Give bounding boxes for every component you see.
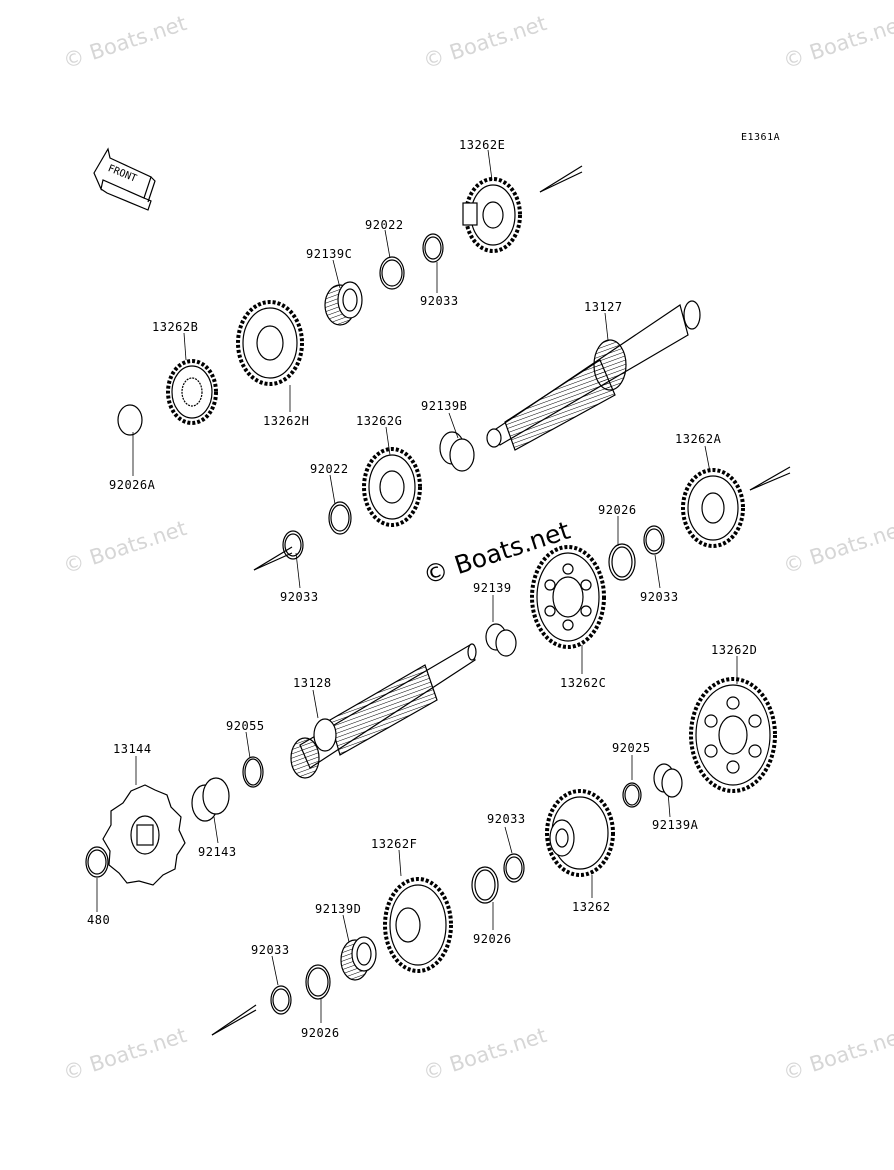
part-label[interactable]: 92025 <box>612 741 651 755</box>
part-label[interactable]: 13127 <box>584 300 623 314</box>
part-label[interactable]: 13128 <box>293 676 332 690</box>
sprocket-13144-icon <box>102 784 186 886</box>
part-label[interactable]: 13262A <box>675 432 722 446</box>
part-label[interactable]: 92022 <box>310 462 349 476</box>
part-label[interactable]: 92143 <box>198 845 237 859</box>
part-label[interactable]: 13262H <box>263 414 310 428</box>
part-label[interactable]: 92139 <box>473 581 512 595</box>
part-label[interactable]: 13262D <box>711 643 758 657</box>
gear-13262-icon <box>545 789 615 877</box>
gear-13262H-icon <box>236 300 304 386</box>
part-label[interactable]: 13262F <box>371 837 418 851</box>
part-label[interactable]: 13262B <box>152 320 199 334</box>
part-label[interactable]: 92139D <box>315 902 362 916</box>
part-label[interactable]: 480 <box>87 913 111 927</box>
bearing-92139C-icon <box>324 281 363 326</box>
part-label[interactable]: 92033 <box>487 812 526 826</box>
gear-13262G-icon <box>362 447 422 527</box>
part-label[interactable]: 92033 <box>251 943 290 957</box>
part-label[interactable]: 13262G <box>356 414 403 428</box>
part-label[interactable]: 13262E <box>459 138 506 152</box>
gear-13262A-icon <box>681 468 745 548</box>
part-label[interactable]: 13144 <box>113 742 152 756</box>
part-label[interactable]: 92139B <box>421 399 468 413</box>
front-arrow-icon <box>93 147 156 211</box>
part-label[interactable]: 92026 <box>301 1026 340 1040</box>
part-label[interactable]: 92033 <box>280 590 319 604</box>
part-label[interactable]: 13262C <box>560 676 607 690</box>
shaft-13128-icon <box>290 643 477 779</box>
part-label[interactable]: 92033 <box>420 294 459 308</box>
part-label[interactable]: 92055 <box>226 719 265 733</box>
gear-13262B-icon <box>166 359 218 425</box>
diagram-code: E1361A <box>741 132 781 143</box>
gear-13262F-icon <box>383 877 453 973</box>
part-label[interactable]: 92033 <box>640 590 679 604</box>
part-label[interactable]: 92026 <box>598 503 637 517</box>
part-label[interactable]: 92022 <box>365 218 404 232</box>
part-label[interactable]: 92026 <box>473 932 512 946</box>
part-label[interactable]: 13262 <box>572 900 611 914</box>
gear-13262D-icon <box>689 677 777 793</box>
part-label[interactable]: 92139C <box>306 247 353 261</box>
part-label[interactable]: 92026A <box>109 478 156 492</box>
gear-13262E-icon <box>462 177 522 253</box>
shaft-13127-icon <box>486 300 701 451</box>
part-label[interactable]: 92139A <box>652 818 699 832</box>
gear-13262C-icon <box>530 545 606 649</box>
bearing-92139D-icon <box>340 936 377 981</box>
